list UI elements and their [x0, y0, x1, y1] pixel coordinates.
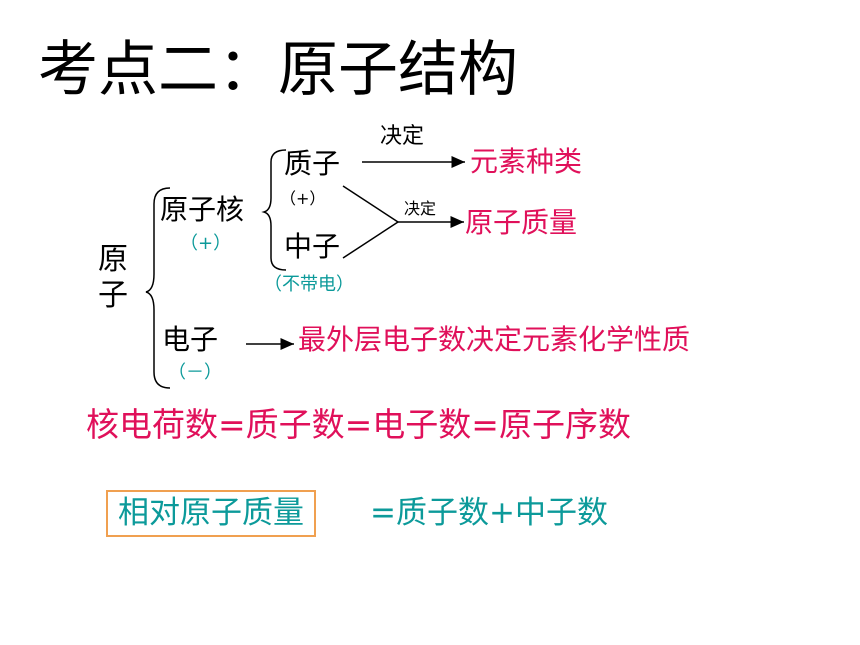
electron-charge: （－）: [168, 362, 222, 383]
proton-charge: （+）: [280, 189, 326, 208]
atom-brace: [145, 187, 171, 389]
atom-label-char1: 原: [98, 242, 128, 277]
atom-label-char2: 子: [98, 278, 128, 313]
equation-charge-number: 核电荷数=质子数=电子数=原子序数: [86, 405, 631, 444]
electron-label: 电子: [162, 323, 219, 356]
nucleus-label: 原子核: [160, 193, 245, 226]
page-title: 考点二：原子结构: [38, 35, 518, 105]
nucleus-charge: （+）: [180, 233, 232, 254]
neutron-label: 中子: [284, 230, 341, 263]
proton-label: 质子: [284, 147, 341, 180]
neutron-line: [342, 221, 399, 259]
nucleus-brace: [261, 149, 287, 271]
equation-mass-sum: =质子数+中子数: [370, 495, 608, 531]
proton-line: [342, 185, 399, 223]
element-type-text: 元素种类: [470, 145, 583, 178]
neutron-charge: （不带电）: [264, 274, 354, 295]
decides-label-mid: 决定: [404, 199, 437, 218]
outer-electrons-text: 最外层电子数决定元素化学性质: [298, 323, 691, 356]
relative-atomic-mass-box: 相对原子质量: [106, 490, 316, 537]
atom-label: 原 子: [98, 242, 130, 314]
decides-label-top: 决定: [380, 124, 425, 149]
atomic-mass-text: 原子质量: [465, 206, 578, 239]
